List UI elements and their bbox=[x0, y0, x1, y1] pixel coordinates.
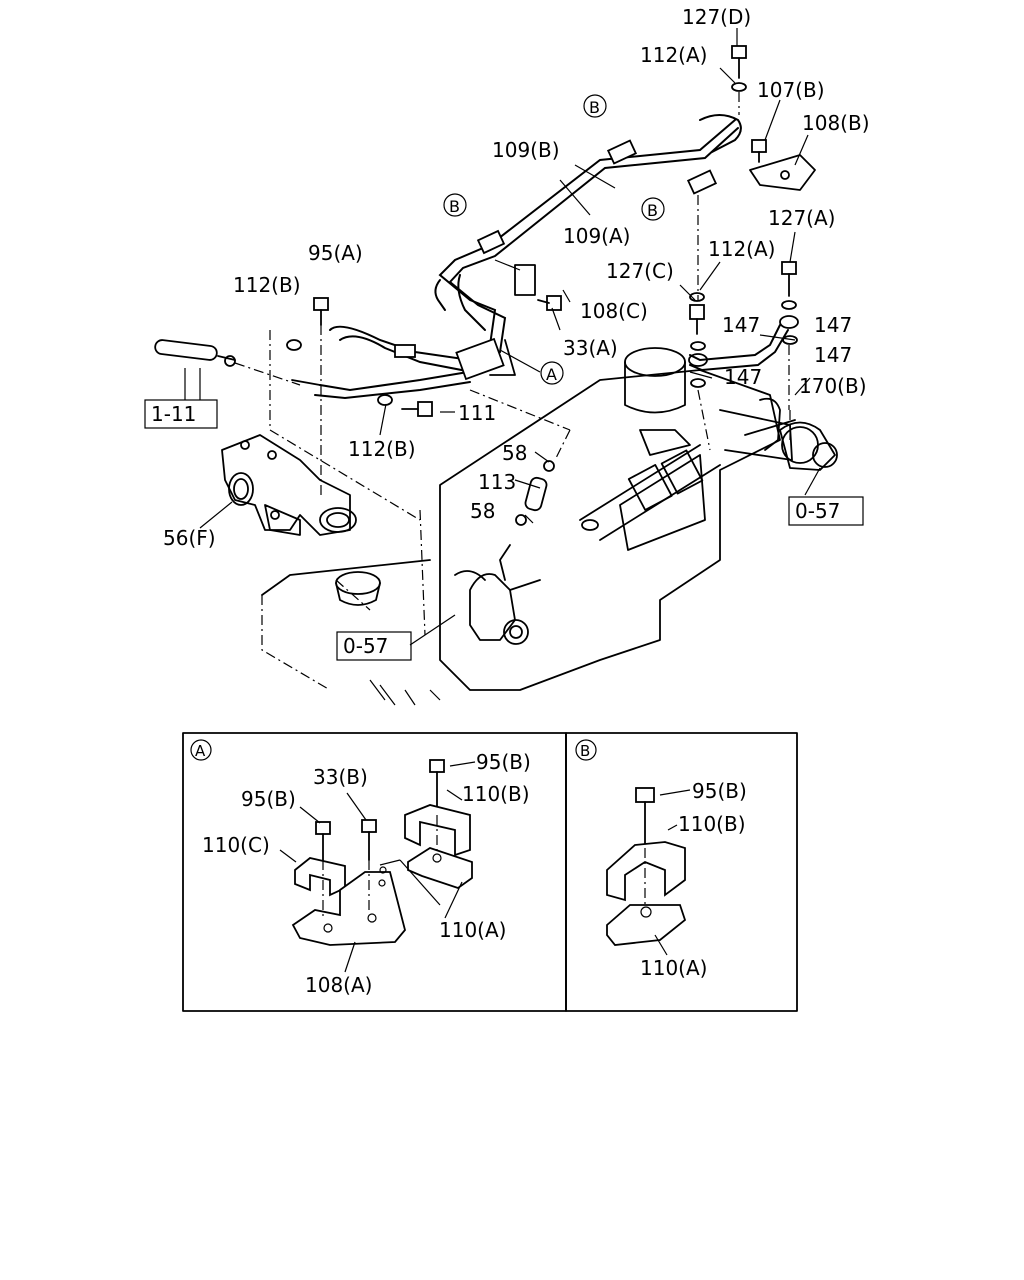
callout-95a: 95(A) bbox=[308, 241, 363, 265]
callout-labels: 127(D) 112(A) 107(B) 108(B) 109(B) 109(A… bbox=[163, 5, 870, 550]
inset-a: A 95(B) 33(B) 95(B) 110(B) bbox=[182, 732, 567, 1012]
callout-108c: 108(C) bbox=[580, 299, 648, 323]
ref-box-0-57-bottom: 0-57 bbox=[343, 634, 388, 658]
inset-b-callout-95b: 95(B) bbox=[692, 779, 747, 803]
engine-block-outline bbox=[369, 347, 838, 706]
inset-a-marker: A bbox=[195, 742, 206, 760]
callout-107b: 107(B) bbox=[757, 78, 825, 102]
callout-170b: 170(B) bbox=[799, 374, 867, 398]
callout-112b-left: 112(B) bbox=[233, 273, 301, 297]
inset-a-callout-110c: 110(C) bbox=[202, 833, 270, 857]
hose-1-11 bbox=[154, 339, 236, 367]
callout-112b-bottom: 112(B) bbox=[348, 437, 416, 461]
callout-147-1: 147 bbox=[722, 313, 760, 337]
callout-127a: 127(A) bbox=[768, 206, 835, 230]
marker-b-3: B bbox=[449, 197, 460, 216]
callout-127d: 127(D) bbox=[682, 5, 751, 29]
engine-front-outline bbox=[261, 509, 431, 691]
inset-b: B 95(B) 110(B) 110(A) bbox=[565, 732, 798, 1012]
ref-box-1-11: 1-11 bbox=[151, 402, 196, 426]
callout-33a: 33(A) bbox=[563, 336, 618, 360]
callout-147-2: 147 bbox=[814, 313, 852, 337]
inset-b-callout-110a: 110(A) bbox=[640, 956, 707, 980]
callout-147-4: 147 bbox=[724, 365, 762, 389]
detail-markers: B B B A bbox=[443, 94, 665, 385]
inset-b-callout-110b: 110(B) bbox=[678, 812, 746, 836]
callout-56f: 56(F) bbox=[163, 526, 216, 550]
inset-a-callout-108a: 108(A) bbox=[305, 973, 372, 997]
hose-113 bbox=[515, 460, 555, 526]
callout-112a-mid: 112(A) bbox=[708, 237, 775, 261]
callout-127c: 127(C) bbox=[606, 259, 674, 283]
leader-lines bbox=[184, 28, 821, 646]
callout-111: 111 bbox=[458, 401, 496, 425]
inset-a-callout-95b-left: 95(B) bbox=[241, 787, 296, 811]
callout-108b: 108(B) bbox=[802, 111, 870, 135]
callout-109a: 109(A) bbox=[563, 224, 630, 248]
callout-112a-top: 112(A) bbox=[640, 43, 707, 67]
reference-boxes: 1-11 0-57 0-57 bbox=[144, 399, 864, 661]
ref-box-0-57-right: 0-57 bbox=[795, 499, 840, 523]
inset-a-callout-110b: 110(B) bbox=[462, 782, 530, 806]
callout-109b: 109(B) bbox=[492, 138, 560, 162]
pipe-clamps bbox=[394, 139, 718, 381]
fasteners bbox=[286, 45, 816, 417]
inset-a-callout-33b: 33(B) bbox=[313, 765, 368, 789]
callout-113: 113 bbox=[478, 470, 516, 494]
thermostat-housing bbox=[221, 434, 357, 536]
inset-a-callout-110a: 110(A) bbox=[439, 918, 506, 942]
callout-58-top: 58 bbox=[502, 441, 527, 465]
marker-b-2: B bbox=[647, 201, 658, 220]
inset-b-marker: B bbox=[580, 742, 590, 760]
marker-b-1: B bbox=[589, 98, 600, 117]
marker-a-1: A bbox=[546, 365, 557, 384]
inset-a-callout-95b-top: 95(B) bbox=[476, 750, 531, 774]
callout-58-bottom: 58 bbox=[470, 499, 495, 523]
callout-147-3: 147 bbox=[814, 343, 852, 367]
